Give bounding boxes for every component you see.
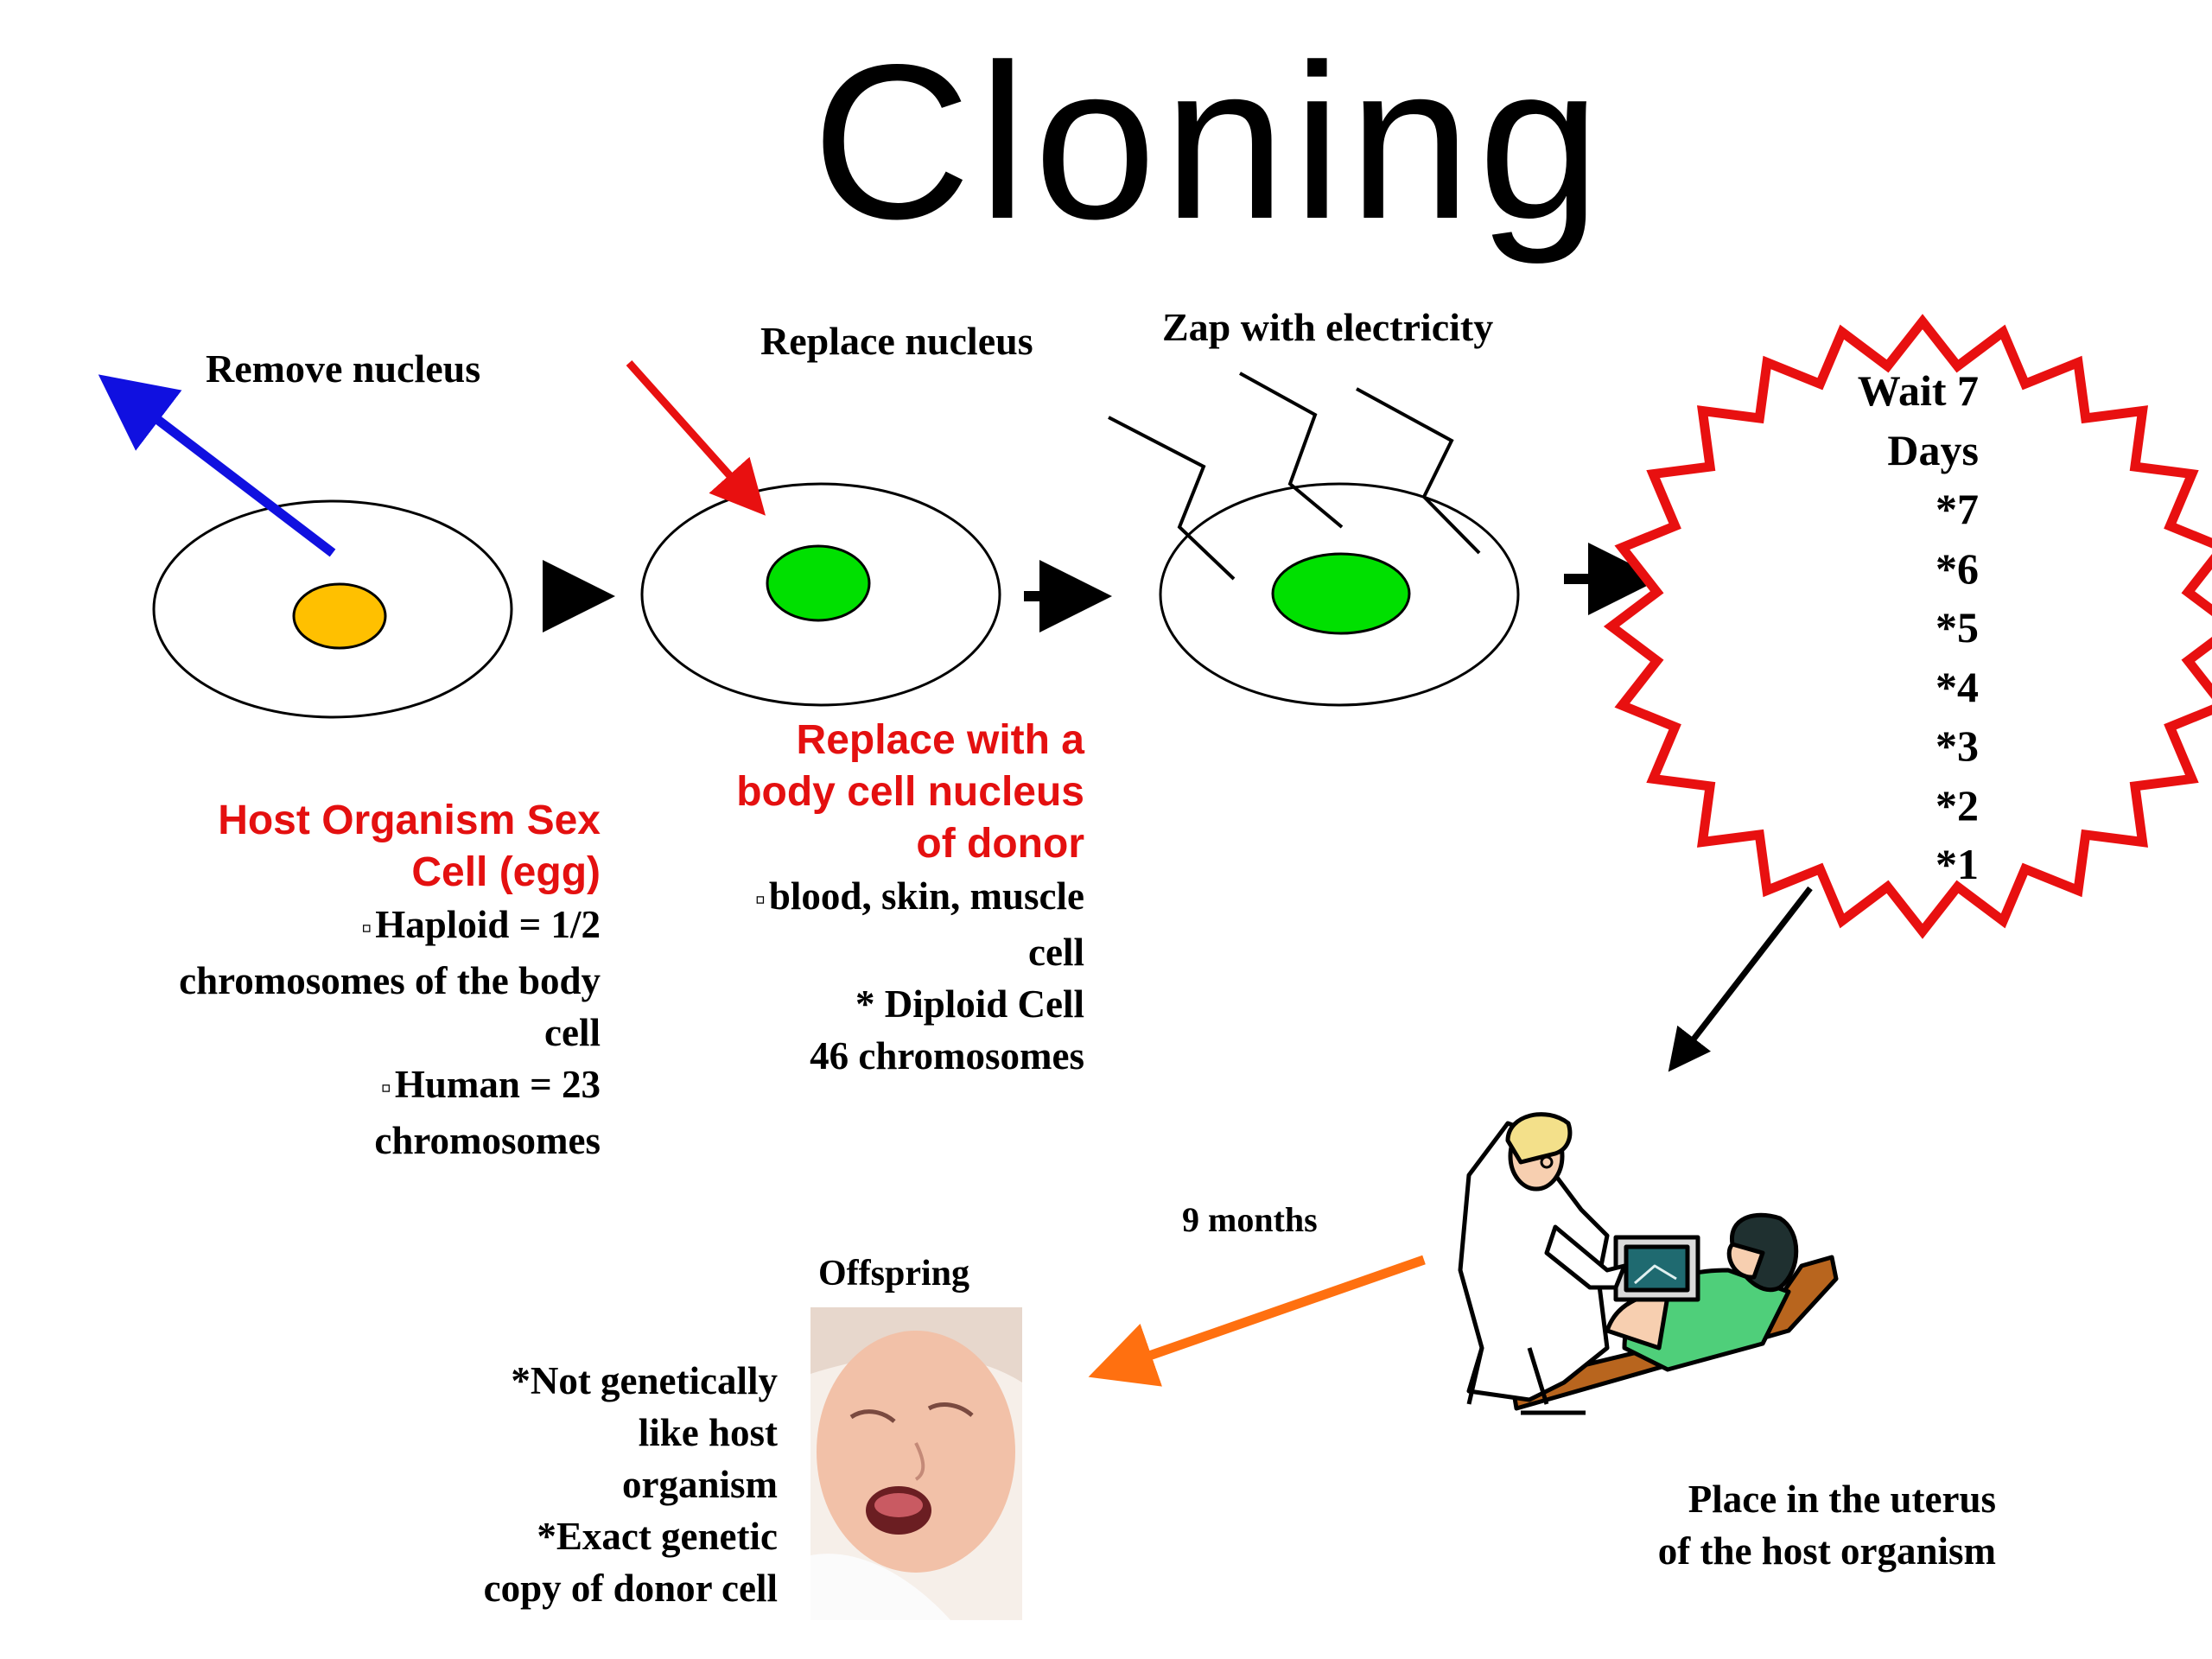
offspring-note-line: *Exact genetic xyxy=(537,1515,778,1558)
offspring-note-line: copy of donor cell xyxy=(483,1567,778,1610)
wait-line: *3 xyxy=(1936,721,1979,770)
donor-heading-line: Replace with a xyxy=(796,717,1084,763)
gestation-label: 9 months xyxy=(1182,1200,1318,1239)
egg-cell xyxy=(152,499,513,719)
zapped-nucleus xyxy=(1271,552,1411,635)
clapperboard-bullet-icon: ▫ xyxy=(380,1072,391,1104)
host-detail-line: ▫Haploid = 1/2 xyxy=(361,903,601,946)
offspring-notes: *Not genetically like host organism *Exa… xyxy=(380,1355,778,1614)
clapperboard-bullet-icon: ▫ xyxy=(361,912,372,944)
burst-to-uterus-arrow xyxy=(1668,886,1813,1072)
donor-detail-line: 46 chromosomes xyxy=(810,1034,1084,1077)
offspring-note-line: like host xyxy=(638,1411,778,1454)
host-heading-line: Cell (egg) xyxy=(411,849,601,895)
ultrasound-exam-icon xyxy=(1458,1112,1839,1415)
replace-nucleus-label: Replace nucleus xyxy=(760,319,1033,363)
uterus-caption-line: of the host organism xyxy=(1657,1529,1996,1573)
donor-heading-line: of donor xyxy=(916,821,1084,867)
host-detail-line: chromosomes xyxy=(374,1119,601,1162)
zapped-cell xyxy=(1159,482,1520,707)
offspring-note-line: organism xyxy=(622,1463,778,1506)
wait-burst-outline xyxy=(1603,314,2212,939)
offspring-note-line: *Not genetically xyxy=(511,1359,778,1402)
wait-line: *5 xyxy=(1936,603,1979,652)
crying-baby-icon xyxy=(810,1307,1022,1620)
donor-nucleus xyxy=(766,544,871,622)
wait-line: *7 xyxy=(1936,485,1979,533)
uterus-caption: Place in the uterus of the host organism xyxy=(1547,1473,1996,1577)
donor-cell-description: Replace with a body cell nucleus of dono… xyxy=(605,715,1084,1082)
host-detail-line: cell xyxy=(544,1011,601,1054)
wait-line: *4 xyxy=(1936,662,1979,711)
offspring-label: Offspring xyxy=(818,1254,970,1294)
host-detail-line: ▫Human = 23 xyxy=(380,1063,601,1106)
egg-nucleus xyxy=(292,582,387,650)
wait-line: Days xyxy=(1887,425,1979,474)
page-title: Cloning xyxy=(811,19,1608,265)
gestation-arrow xyxy=(1088,1255,1426,1387)
wait-countdown: Wait 7 Days *7 *6 *5 *4 *3 *2 *1 xyxy=(1737,361,1979,894)
wait-line: *6 xyxy=(1936,543,1979,593)
host-heading-line: Host Organism Sex xyxy=(218,798,601,843)
wait-line: *1 xyxy=(1936,840,1979,888)
donor-detail-line: * Diploid Cell xyxy=(855,982,1084,1026)
lightning-bolts xyxy=(1108,372,1481,581)
uterus-caption-line: Place in the uterus xyxy=(1688,1478,1996,1521)
remove-nucleus-arrow xyxy=(98,374,336,557)
donor-detail-line: cell xyxy=(1028,931,1084,974)
donor-nucleus-cell xyxy=(640,482,1001,707)
remove-nucleus-label: Remove nucleus xyxy=(206,346,481,391)
wait-line: *2 xyxy=(1936,780,1979,830)
wait-line: Wait 7 xyxy=(1857,366,1979,415)
host-cell-description: Host Organism Sex Cell (egg) ▫Haploid = … xyxy=(86,795,601,1166)
donor-detail-line: ▫blood, skin, muscle xyxy=(754,874,1084,918)
replace-nucleus-arrow xyxy=(626,360,766,516)
donor-heading-line: body cell nucleus xyxy=(736,769,1084,815)
zap-label: Zap with electricity xyxy=(1162,305,1494,349)
clapperboard-bullet-icon: ▫ xyxy=(754,884,766,916)
host-detail-line: chromosomes of the body xyxy=(179,959,601,1002)
